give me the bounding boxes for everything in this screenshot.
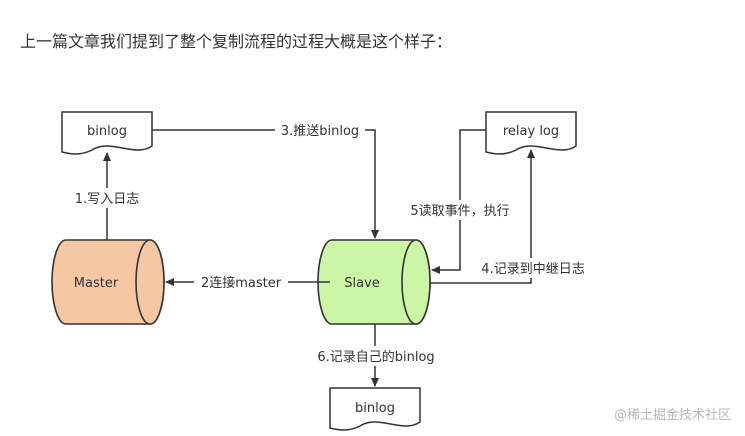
step-write-log: 1.写入日志 bbox=[75, 192, 139, 207]
edge-push-binlog: 3.推送binlog bbox=[152, 122, 379, 239]
master-binlog-label: binlog bbox=[87, 124, 127, 139]
step-connect-master: 2连接master bbox=[201, 275, 282, 291]
edge-record-relay: 4.记录到中继日志 bbox=[430, 149, 594, 284]
step-read-execute: 5读取事件，执行 bbox=[410, 204, 509, 219]
slave-binlog-label: binlog bbox=[355, 401, 395, 416]
step-push-binlog: 3.推送binlog bbox=[281, 124, 359, 139]
edge-record-own-binlog: 6.记录自己的binlog bbox=[308, 324, 444, 387]
slave-binlog-doc: binlog bbox=[329, 387, 421, 431]
step-record-relay: 4.记录到中继日志 bbox=[481, 262, 584, 277]
edge-write-log: 1.写入日志 bbox=[68, 152, 146, 240]
step-record-own-binlog: 6.记录自己的binlog bbox=[317, 349, 434, 365]
relay-log-label: relay log bbox=[503, 124, 559, 139]
master-cylinder: Master bbox=[51, 239, 165, 325]
master-binlog-doc: binlog bbox=[61, 111, 153, 155]
slave-cylinder: Slave bbox=[317, 239, 431, 325]
slave-label: Slave bbox=[344, 276, 380, 291]
relay-log-doc: relay log bbox=[485, 111, 577, 155]
edge-read-execute: 5读取事件，执行 bbox=[400, 129, 522, 274]
watermark: @稀土掘金技术社区 bbox=[613, 408, 731, 423]
edge-connect-master: 2连接master bbox=[165, 273, 330, 291]
intro-paragraph: 上一篇文章我们提到了整个复制流程的过程大概是这个样子： bbox=[20, 32, 453, 51]
master-label: Master bbox=[74, 276, 119, 291]
